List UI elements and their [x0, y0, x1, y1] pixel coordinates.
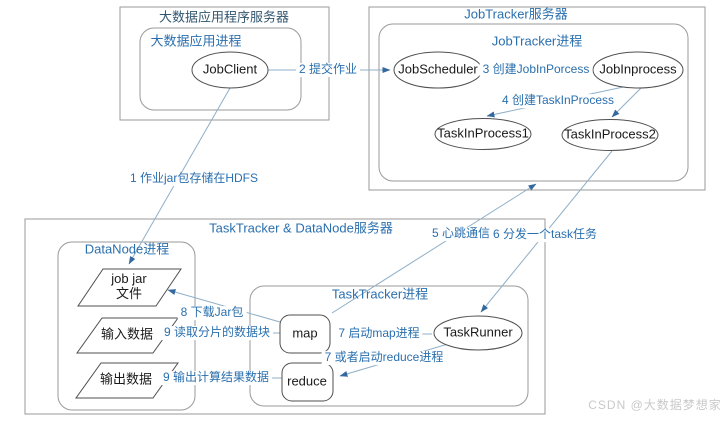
- app-server-title: 大数据应用程序服务器: [158, 9, 290, 25]
- edge-label-download-jar: 8 下载Jar包: [177, 305, 247, 320]
- input-data-parallelogram: [76, 317, 179, 354]
- edge-label-create-jobinprocess: 3 创建JobInPorcess: [479, 62, 593, 77]
- tasktracker-server-title: TaskTracker & DataNode服务器: [209, 220, 393, 236]
- output-data-parallelogram: [75, 362, 179, 399]
- datanode-process-title: DataNode进程: [84, 241, 170, 257]
- jobtracker-server-title: JobTracker服务器: [464, 6, 568, 22]
- taskrunner-label: TaskRunner: [443, 324, 513, 340]
- edge-label-submit-job: 2 提交作业: [295, 62, 361, 77]
- edge-heartbeat: [331, 183, 537, 314]
- taskrunner-ellipse: [433, 315, 523, 351]
- taskinprocess2-ellipse: [561, 119, 659, 151]
- edge-label-start-map: 7 启动map进程: [335, 326, 423, 341]
- map-box: [279, 314, 331, 354]
- jobtracker-process-title: JobTracker进程: [491, 33, 583, 49]
- edge-label-heartbeat: 5 心跳通信: [428, 226, 494, 241]
- jobclient-ellipse: [191, 51, 269, 89]
- edge-download-jar: [167, 289, 281, 323]
- edge-label-create-taskinprocess: 4 创建TaskInProcess: [498, 93, 618, 108]
- csdn-watermark: CSDN @大数据梦想家: [588, 398, 720, 413]
- app-process-title: 大数据应用进程: [150, 33, 242, 49]
- edge-label-store-jar-hdfs: 1 作业jar包存储在HDFS: [126, 171, 262, 186]
- jobinprocess-label: JobInprocess: [599, 61, 677, 77]
- map-label: map: [292, 325, 318, 341]
- input-data-label: 输入数据: [100, 326, 154, 342]
- output-data-label: 输出数据: [99, 371, 153, 387]
- job-jar-file-label: job jar 文件: [111, 271, 147, 301]
- taskinprocess1-label: TaskInProcess1: [437, 125, 529, 141]
- tasktracker-process-title: TaskTracker进程: [331, 286, 429, 302]
- edge-create-taskinprocess-2: [611, 86, 643, 118]
- reduce-box: [281, 362, 334, 402]
- edge-label-write-result: 9 输出计算结果数据: [159, 370, 273, 385]
- jobinprocess-ellipse: [592, 51, 684, 89]
- job-jar-file-parallelogram: [77, 268, 182, 307]
- edge-label-dispatch-task: 6 分发一个task任务: [489, 227, 601, 242]
- taskinprocess2-label: TaskInProcess2: [564, 126, 656, 142]
- edge-label-start-reduce: 7 或者启动reduce进程: [321, 350, 447, 365]
- jobclient-label: JobClient: [202, 61, 258, 77]
- reduce-label: reduce: [287, 373, 327, 389]
- jobscheduler-label: JobScheduler: [398, 61, 478, 77]
- taskinprocess1-ellipse: [434, 118, 532, 150]
- edge-label-read-split: 9 读取分片的数据块: [160, 325, 274, 340]
